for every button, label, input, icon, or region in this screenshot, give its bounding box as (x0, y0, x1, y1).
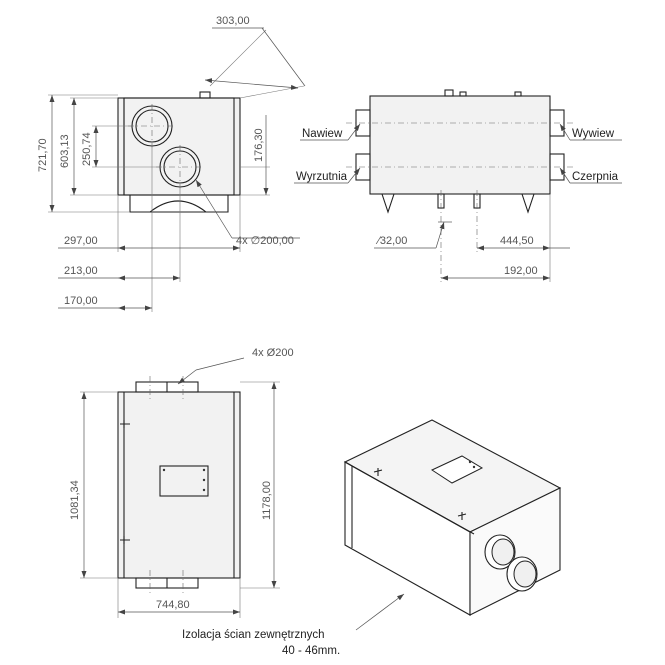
note-insulation-line2: 40 - 46mm. (282, 645, 340, 657)
dim-192: 192,00 (504, 265, 538, 277)
label-czerpnia: Czerpnia (572, 171, 619, 183)
dim-744-80: 744,80 (156, 599, 190, 611)
dim-303: 303,00 (216, 15, 250, 27)
dim-diameter-32: ∕32,00 (375, 235, 407, 247)
front-view: 303,00 721,70 603,13 250,74 176,30 297,0… (37, 15, 306, 312)
dim-213: 213,00 (64, 265, 98, 277)
top-view-housing (117, 391, 241, 579)
hinge-upper (120, 420, 130, 428)
dim-721-70: 721,70 (37, 138, 49, 172)
side-view: Nawiew Wyrzutnia Wywiew Czerpnia 444,50 … (294, 89, 622, 282)
top-view: 4x Ø200 1081,34 1178,00 744,80 (69, 347, 294, 618)
label-nawiew: Nawiew (302, 128, 343, 140)
note-insulation-line1: Izolacja ścian zewnętrznych (182, 629, 325, 641)
note-top-spigots: 4x Ø200 (252, 347, 294, 359)
dim-1178: 1178,00 (261, 481, 273, 520)
dim-297: 297,00 (64, 235, 98, 247)
dim-603-13: 603,13 (59, 134, 71, 168)
side-view-housing (369, 95, 551, 195)
dim-170: 170,00 (64, 295, 98, 307)
dim-1081-34: 1081,34 (69, 480, 81, 520)
dim-444-50: 444,50 (500, 235, 534, 247)
label-wyrzutnia: Wyrzutnia (296, 171, 348, 183)
dim-250-74: 250,74 (81, 132, 93, 166)
dim-176-30: 176,30 (253, 128, 265, 162)
isometric-view: Izolacja ścian zewnętrznych 40 - 46mm. (182, 419, 562, 657)
front-view-top-fitting (199, 91, 211, 99)
label-wywiew: Wywiew (572, 128, 615, 140)
control-panel-plate (159, 465, 209, 497)
hinge-lower (120, 536, 130, 544)
note-spigot-diameter: 4x ∅200,00 (236, 235, 294, 247)
front-view-base (129, 195, 229, 213)
